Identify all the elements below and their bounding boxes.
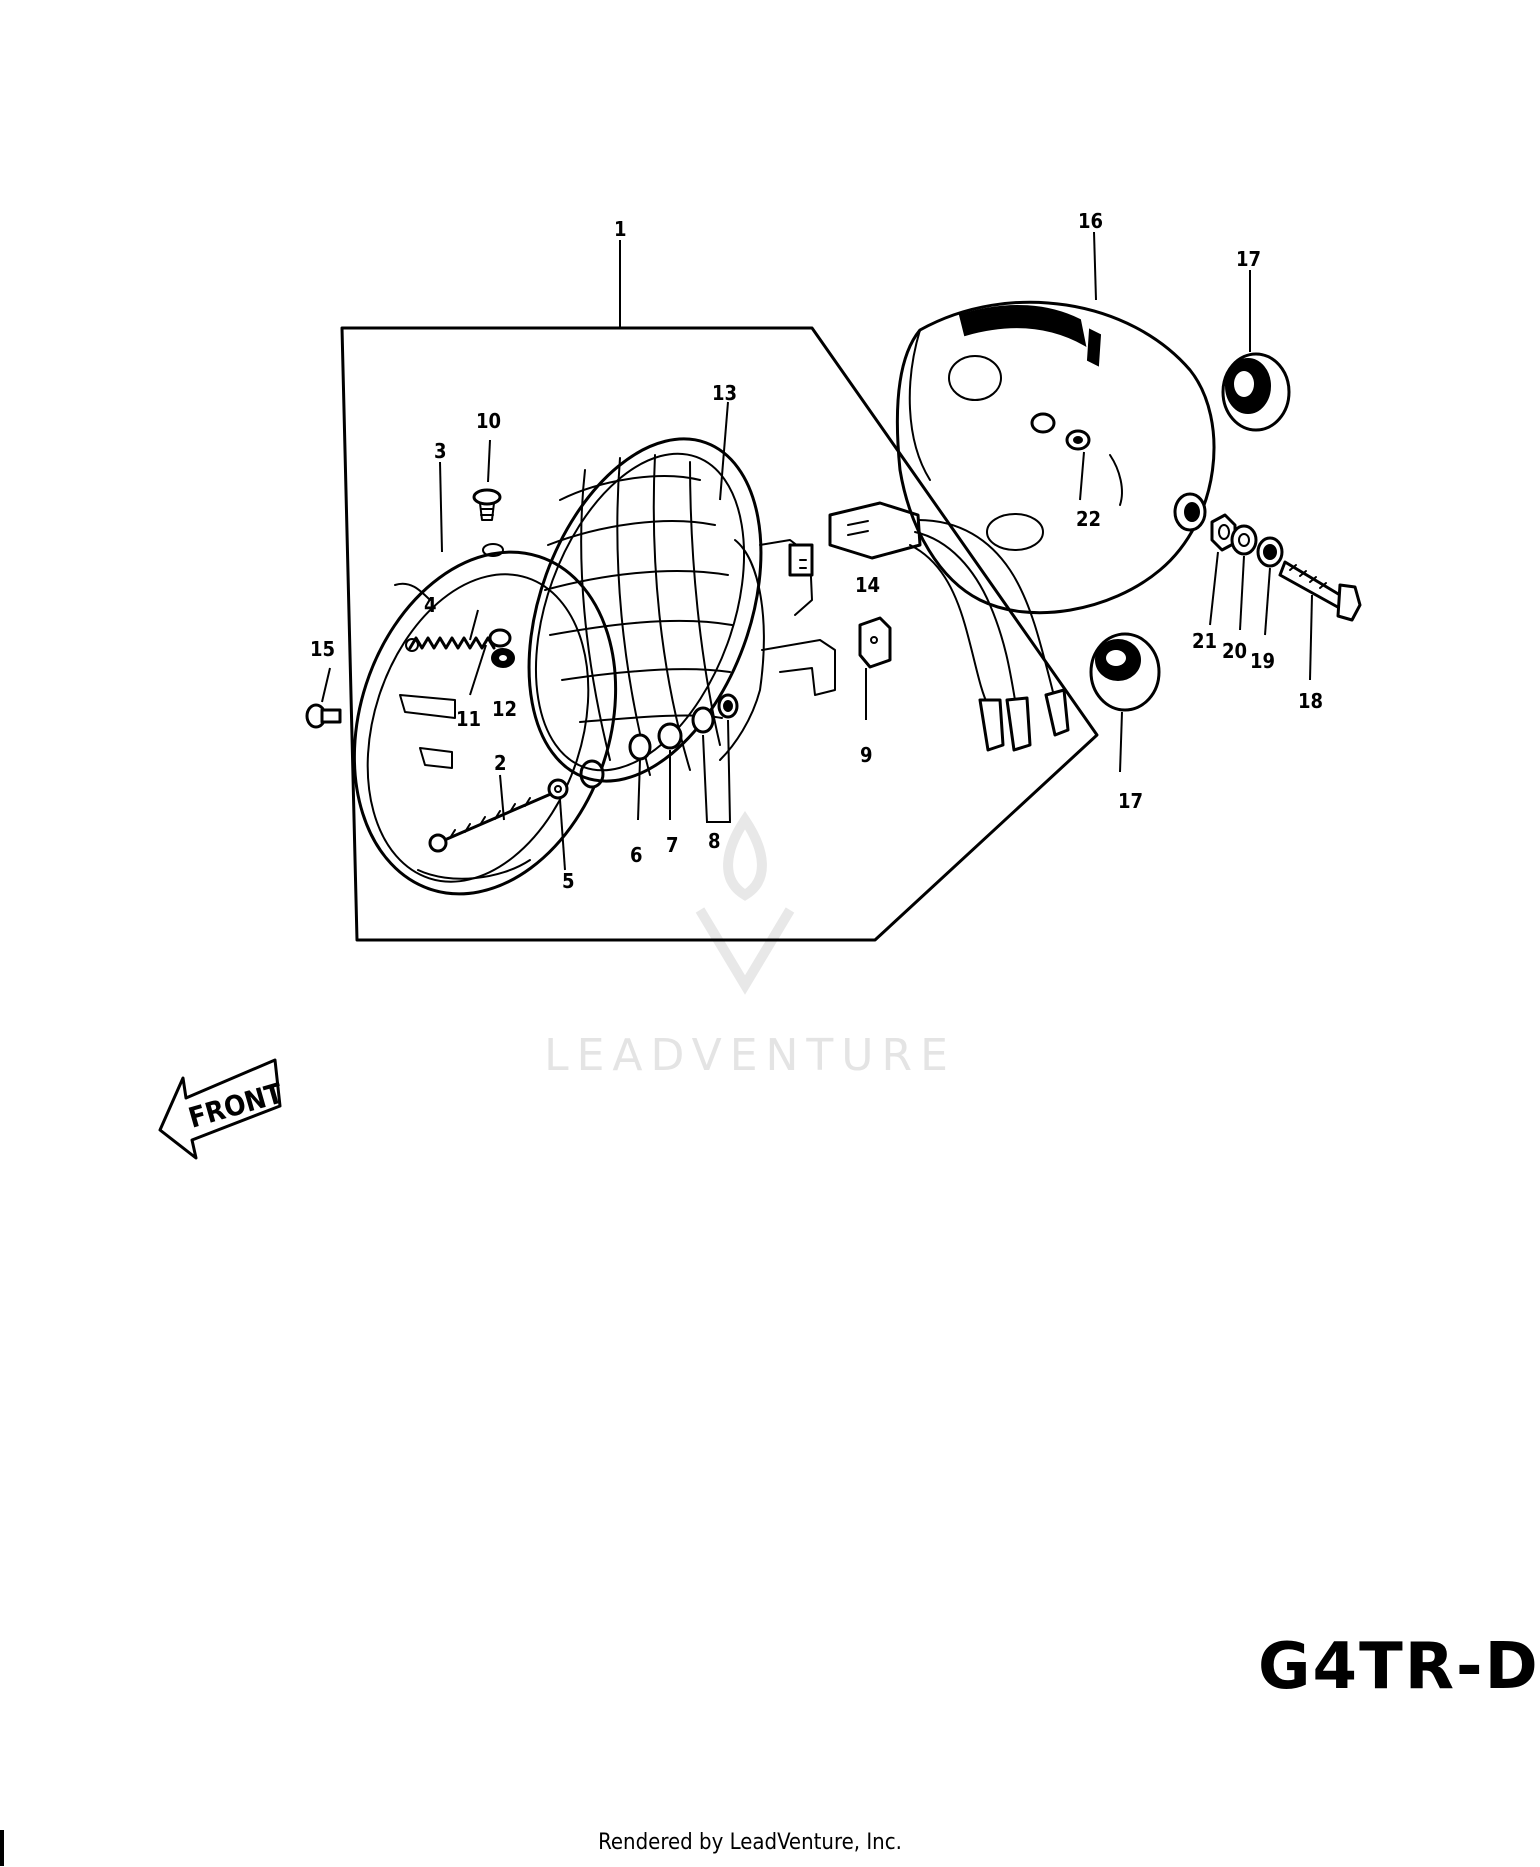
connector-part-14 bbox=[828, 501, 1070, 752]
adjusting-screw-part-2 bbox=[428, 759, 605, 853]
callout-9: 9 bbox=[860, 743, 873, 767]
clip-part-9 bbox=[858, 616, 892, 669]
callout-22: 22 bbox=[1076, 507, 1101, 531]
callout-16: 16 bbox=[1078, 209, 1103, 233]
grommet-part-17-lower bbox=[1089, 632, 1161, 712]
footer-credit: Rendered by LeadVenture, Inc. bbox=[598, 1830, 902, 1855]
callout-15: 15 bbox=[310, 637, 335, 661]
callout-20: 20 bbox=[1222, 639, 1247, 663]
nut-part-11 bbox=[488, 628, 512, 648]
callout-2: 2 bbox=[494, 751, 507, 775]
edge-mark bbox=[0, 1830, 4, 1866]
callout-4: 4 bbox=[424, 593, 437, 617]
callout-21: 21 bbox=[1192, 629, 1217, 653]
callout-10: 10 bbox=[476, 409, 501, 433]
callout-8: 8 bbox=[708, 829, 721, 853]
callout-3: 3 bbox=[434, 439, 447, 463]
headlight-exploded-diagram: FRONT 1 2 3 4 5 6 7 8 9 10 11 12 13 14 1… bbox=[158, 209, 1362, 1160]
assembly-outline bbox=[340, 326, 1099, 942]
spring-part-4 bbox=[405, 636, 496, 652]
callout-18: 18 bbox=[1298, 689, 1323, 713]
model-code: G4TR-D bbox=[1258, 1630, 1540, 1704]
screw-part-15 bbox=[305, 703, 342, 729]
callout-13: 13 bbox=[712, 381, 737, 405]
callout-17-lower: 17 bbox=[1118, 789, 1143, 813]
watermark-logo bbox=[695, 810, 795, 995]
watermark-text: LEADVENTURE bbox=[544, 1030, 956, 1081]
callout-1: 1 bbox=[614, 217, 627, 241]
leader-lines bbox=[321, 231, 1313, 871]
callout-7: 7 bbox=[666, 833, 679, 857]
callout-labels: 1 2 3 4 5 6 7 8 9 10 11 12 13 14 15 16 1… bbox=[310, 209, 1323, 893]
callout-11: 11 bbox=[456, 707, 481, 731]
sealed-beam-unit-part-13 bbox=[527, 437, 836, 783]
callout-5: 5 bbox=[562, 869, 575, 893]
housing-part-16 bbox=[895, 300, 1216, 615]
washer-part-19 bbox=[1256, 536, 1284, 568]
callout-14: 14 bbox=[855, 573, 880, 597]
callout-12: 12 bbox=[492, 697, 517, 721]
grommet-part-17-upper bbox=[1221, 352, 1291, 432]
bolt-part-18 bbox=[1278, 560, 1362, 622]
callout-6: 6 bbox=[630, 843, 643, 867]
front-direction-arrow: FRONT bbox=[158, 1058, 287, 1160]
screw-part-10 bbox=[472, 488, 502, 521]
rim-part-3 bbox=[352, 543, 618, 896]
nut-part-12 bbox=[491, 648, 515, 668]
callout-19: 19 bbox=[1250, 649, 1275, 673]
callout-17-upper: 17 bbox=[1236, 247, 1261, 271]
washer-part-20 bbox=[1230, 524, 1258, 556]
